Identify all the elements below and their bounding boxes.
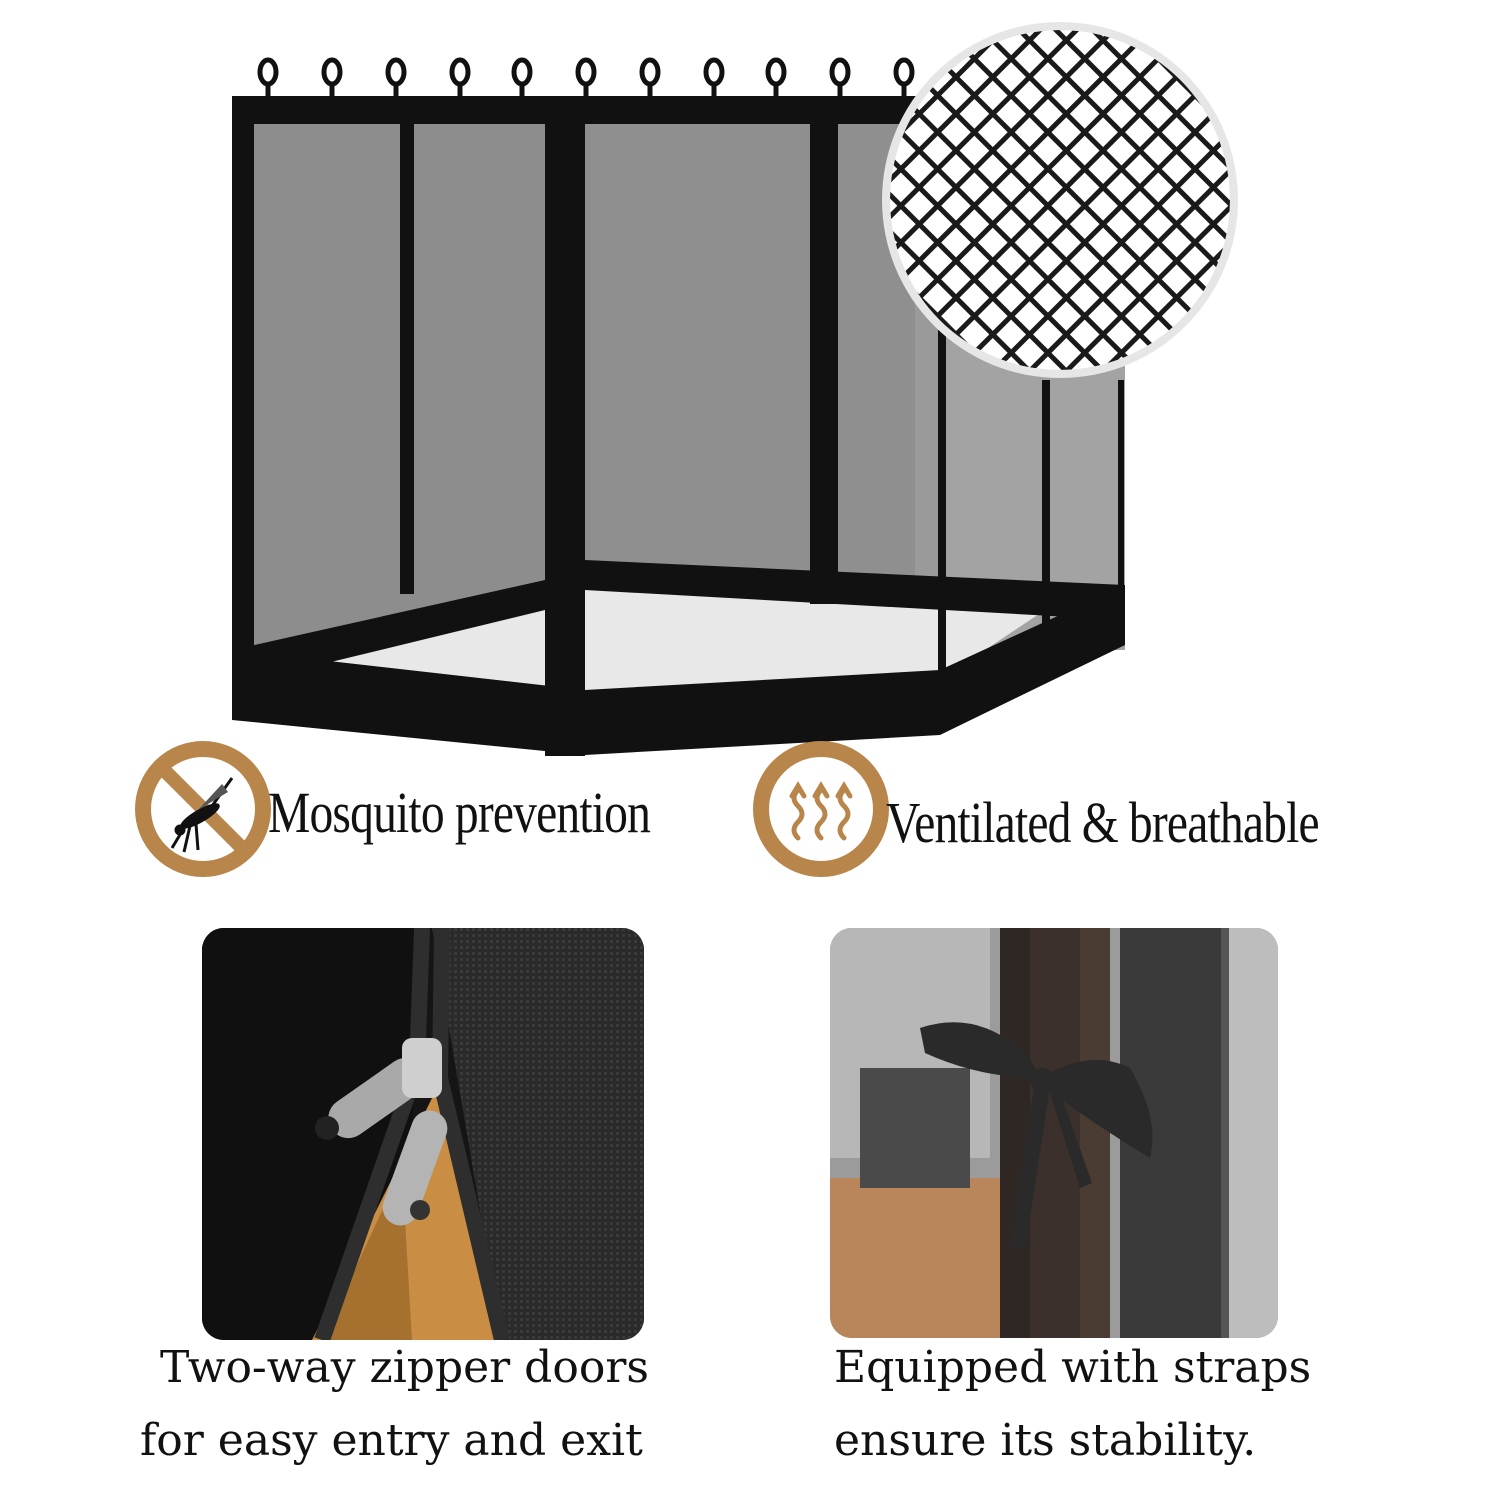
heat-waves-icon — [753, 741, 889, 877]
straps-caption-line-1: Equipped with straps — [834, 1342, 1312, 1393]
zipper-caption-line-2: for easy entry and exit — [140, 1415, 643, 1466]
mesh-netting-illustration — [232, 22, 1238, 756]
zipper-caption: Two-way zipper doors for easy entry and … — [140, 1340, 649, 1468]
straps-photo — [830, 928, 1278, 1338]
zipper-pull-1 — [315, 1057, 426, 1140]
mosquito-prevention-label: Mosquito prevention — [268, 780, 651, 845]
mesh-closeup — [882, 22, 1238, 378]
hanging-rings — [257, 57, 915, 98]
zipper-photo — [202, 928, 644, 1340]
straps-caption-line-2: ensure its stability. — [834, 1415, 1257, 1466]
ventilated-breathable-label: Ventilated & breathable — [886, 790, 1320, 855]
no-mosquito-icon — [135, 741, 271, 877]
strap-bow — [920, 1022, 1153, 1250]
straps-caption: Equipped with straps ensure its stabilit… — [834, 1340, 1311, 1468]
zipper-pull-2 — [382, 1110, 448, 1226]
zipper-caption-line-1: Two-way zipper doors — [160, 1342, 649, 1393]
